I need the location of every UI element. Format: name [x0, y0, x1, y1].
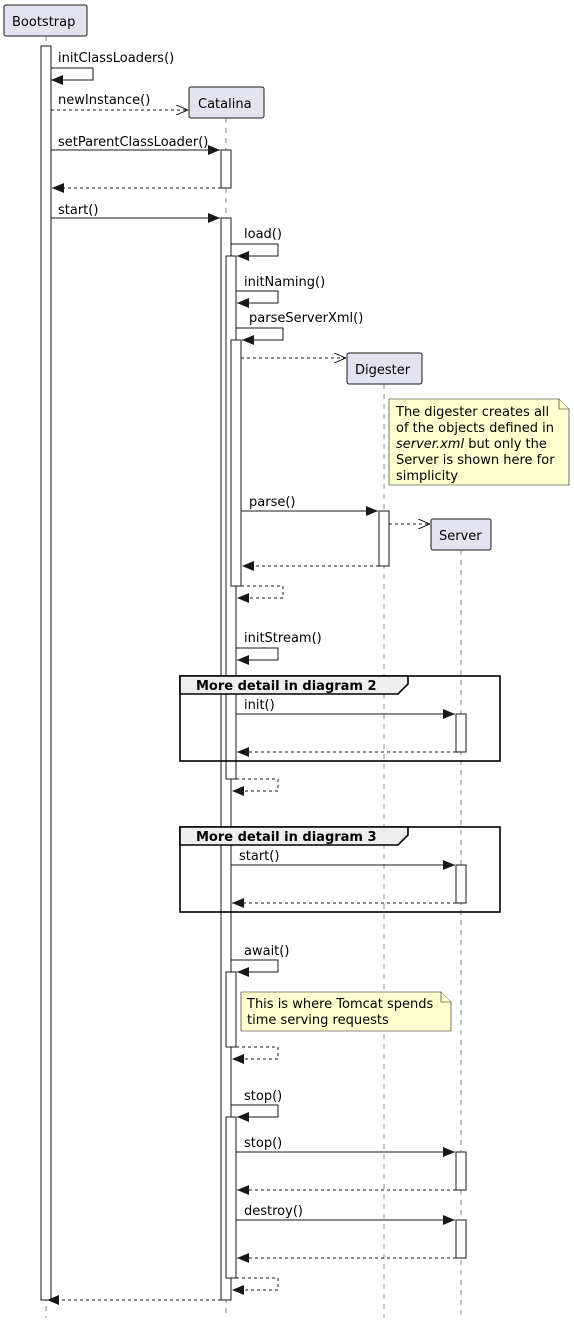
catalina-activation-parse: [230, 339, 242, 587]
msg-initstream-arrow: [236, 647, 279, 665]
participant-server: Server: [430, 518, 492, 551]
msg-await-label: await(): [244, 944, 289, 959]
note-digester-line4: Server is shown here for: [396, 453, 555, 468]
frame-diagram-3: More detail in diagram 3: [179, 826, 501, 913]
frame-diagram-2: More detail in diagram 2: [179, 675, 501, 762]
msg-initclassloaders-arrow: [51, 67, 94, 85]
msg-stop-arrow: [231, 1104, 279, 1122]
msg-server-start-label: start(): [239, 849, 279, 864]
participant-digester: Digester: [346, 352, 423, 385]
msg-server-stop-label: stop(): [244, 1136, 282, 1151]
bootstrap-activation: [40, 45, 52, 1301]
msg-load-label: load(): [244, 227, 282, 242]
catalina-activation-stop: [225, 1116, 237, 1279]
digester-activation: [378, 510, 390, 567]
frame-diagram-3-title: More detail in diagram 3: [196, 830, 377, 845]
participant-digester-label: Digester: [355, 363, 411, 378]
note-digester-italic: server.xml: [396, 437, 464, 452]
return-parseserverxml-arrow: [237, 585, 284, 603]
note-digester-line1: The digester creates all: [395, 405, 549, 420]
msg-init-label: init(): [244, 698, 275, 713]
note-digester-line3: server.xml but only the: [396, 437, 547, 452]
msg-start-label: start(): [58, 203, 98, 218]
msg-initclassloaders-label: initClassLoaders(): [58, 51, 174, 66]
msg-parse-label: parse(): [249, 495, 295, 510]
note-tomcat: This is where Tomcat spends time serving…: [240, 991, 452, 1032]
note-digester-line5: simplicity: [396, 469, 458, 484]
participant-bootstrap-label: Bootstrap: [12, 15, 75, 30]
server-activation-destroy: [455, 1219, 467, 1259]
server-activation-init: [455, 713, 467, 753]
frame-diagram-2-title: More detail in diagram 2: [196, 679, 377, 694]
return-await-arrow: [232, 1046, 279, 1064]
msg-parseserverxml-label: parseServerXml(): [249, 311, 363, 326]
participant-bootstrap: Bootstrap: [3, 4, 88, 37]
server-activation-stop: [455, 1151, 467, 1191]
msg-await-arrow: [231, 959, 279, 977]
note-digester-line3-rest: but only the: [464, 437, 547, 452]
msg-destroy-label: destroy(): [244, 1204, 303, 1219]
msg-initstream-label: initStream(): [244, 631, 322, 646]
note-tomcat-line2: time serving requests: [247, 1013, 389, 1028]
note-digester: The digester creates all of the objects …: [388, 398, 570, 486]
note-tomcat-line1: This is where Tomcat spends: [246, 997, 433, 1012]
msg-newinstance-label: newInstance(): [58, 93, 150, 108]
note-digester-line2: of the objects defined in: [396, 421, 554, 436]
server-activation-start: [455, 864, 467, 904]
return-stop-arrow: [232, 1277, 279, 1295]
return-load-arrow: [232, 778, 279, 796]
participant-catalina: Catalina: [188, 86, 265, 119]
participant-server-label: Server: [439, 529, 482, 544]
participant-catalina-label: Catalina: [198, 97, 252, 112]
catalina-activation-setparent: [220, 149, 232, 189]
msg-initnaming-arrow: [236, 290, 279, 308]
catalina-activation-await: [225, 971, 237, 1048]
msg-load-arrow: [231, 243, 279, 261]
msg-initnaming-label: initNaming(): [244, 275, 325, 290]
msg-stop-label: stop(): [244, 1089, 282, 1104]
msg-setparentclassloader-label: setParentClassLoader(): [58, 135, 208, 150]
msg-parseserverxml-arrow: [236, 327, 284, 345]
